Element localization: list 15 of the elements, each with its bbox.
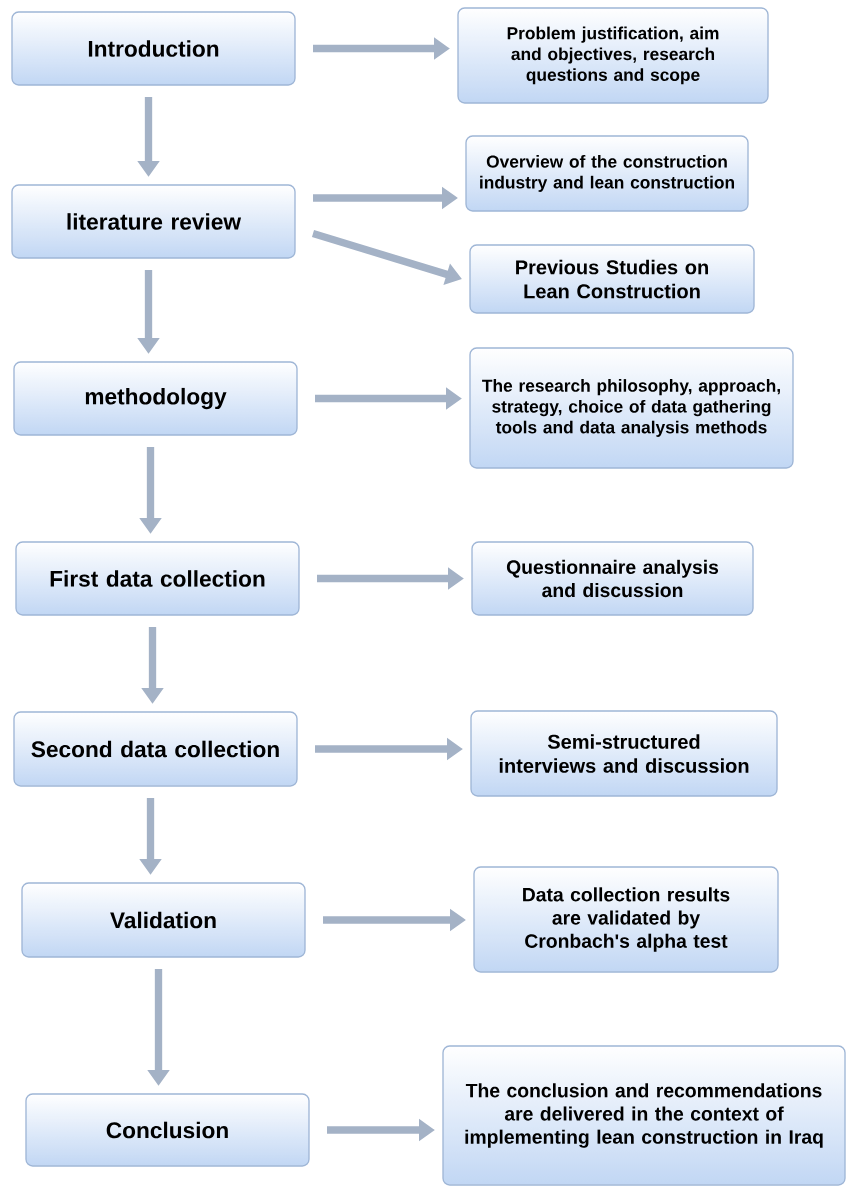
step-box: Introduction (11, 11, 296, 86)
description-box: Overview of the construction industry and lean construction (465, 135, 749, 212)
step-box: methodology (13, 361, 298, 436)
step-box: Conclusion (25, 1093, 310, 1167)
description-box: Semi-structured interviews and discussion (470, 710, 778, 797)
step-box: First data collection (15, 541, 300, 616)
description-box: The research philosophy, approach, strategy, choice of data gathering tools and data analysis methods (469, 347, 794, 469)
step-box: Second data collection (13, 711, 298, 787)
description-box: Previous Studies on Lean Construction (469, 244, 755, 314)
step-box: Validation (21, 882, 306, 958)
description-box: Data collection results are validated by Cronbach's alpha test (473, 866, 779, 973)
description-box: Questionnaire analysis and discussion (471, 541, 754, 616)
description-box: Problem justification, aim and objectives, research questions and scope (457, 7, 769, 104)
description-box: The conclusion and recommendations are delivered in the context of implementing lean construction in Iraq (442, 1045, 846, 1186)
step-box: literature review (11, 184, 296, 259)
